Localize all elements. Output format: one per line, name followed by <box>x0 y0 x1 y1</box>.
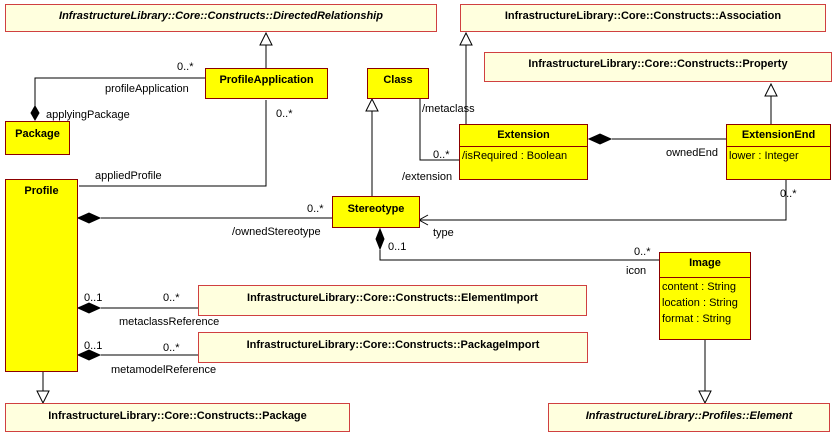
attribute-list: content : String location : String forma… <box>660 277 750 327</box>
class-name: ProfileApplication <box>219 74 314 86</box>
class-name: Class <box>383 74 413 86</box>
icon-line <box>379 250 659 261</box>
image-generalization-arrow <box>698 390 712 405</box>
class-name: InfrastructureLibrary::Core::Constructs:… <box>528 58 788 70</box>
attribute: location : String <box>662 297 738 309</box>
applying-package-line <box>34 77 206 106</box>
stereotype-generalization-arrow <box>365 97 379 112</box>
class-extension[interactable]: Extension /isRequired : Boolean <box>459 124 588 180</box>
class-name: Profile <box>24 185 59 197</box>
multiplicity-label: 0..1 <box>388 241 407 253</box>
role-label-applied-profile: appliedProfile <box>95 170 162 182</box>
metaclass-reference-diamond <box>76 302 102 314</box>
multiplicity-label: 0..* <box>634 246 651 258</box>
role-label-icon: icon <box>626 265 647 277</box>
class-extension-end[interactable]: ExtensionEnd lower : Integer <box>726 124 831 180</box>
attribute-list: lower : Integer <box>727 146 830 164</box>
multiplicity-label: 0..* <box>163 292 180 304</box>
class-profiles-element[interactable]: InfrastructureLibrary::Profiles::Element <box>548 403 830 432</box>
class-package-import[interactable]: InfrastructureLibrary::Core::Constructs:… <box>198 332 588 363</box>
class-name: InfrastructureLibrary::Core::Constructs:… <box>59 10 383 22</box>
class-image[interactable]: Image content : String location : String… <box>659 252 751 340</box>
class-element-import[interactable]: InfrastructureLibrary::Core::Constructs:… <box>198 285 587 316</box>
applied-profile-line <box>79 100 267 187</box>
class-name: Image <box>689 257 721 269</box>
role-label-metaclass: /metaclass <box>422 103 475 115</box>
role-label-metamodel-reference: metamodelReference <box>111 364 217 376</box>
class-class[interactable]: Class <box>367 68 429 99</box>
icon-diamond <box>375 227 385 251</box>
multiplicity-label: 0..* <box>433 149 450 161</box>
extension-generalization-arrow <box>459 31 473 46</box>
attribute: lower : Integer <box>729 150 799 162</box>
extension-ownedend-diamond <box>587 133 613 145</box>
multiplicity-label: 0..* <box>307 203 324 215</box>
multiplicity-label: 0..* <box>276 108 293 120</box>
class-name: ExtensionEnd <box>741 129 816 141</box>
class-name: InfrastructureLibrary::Core::Constructs:… <box>246 339 540 351</box>
type-line <box>420 180 787 221</box>
role-label-metaclass-reference: metaclassReference <box>119 316 220 328</box>
role-label-owned-end: ownedEnd <box>666 147 718 159</box>
multiplicity-label: 0..1 <box>84 340 103 352</box>
class-name: Stereotype <box>347 203 405 215</box>
attribute: format : String <box>662 313 732 325</box>
role-label-applying-package: applyingPackage <box>46 109 130 121</box>
attribute: /isRequired : Boolean <box>462 150 568 162</box>
class-profile-application[interactable]: ProfileApplication <box>205 68 328 99</box>
attribute: content : String <box>662 281 736 293</box>
extension-end-generalization-arrow <box>764 82 778 97</box>
class-core-package[interactable]: InfrastructureLibrary::Core::Constructs:… <box>5 403 350 432</box>
multiplicity-label: 0..1 <box>84 292 103 304</box>
class-name: Package <box>15 128 60 140</box>
multiplicity-label: 0..* <box>177 61 194 73</box>
class-association[interactable]: InfrastructureLibrary::Core::Constructs:… <box>460 4 826 32</box>
class-stereotype[interactable]: Stereotype <box>332 196 420 228</box>
multiplicity-label: 0..* <box>163 342 180 354</box>
class-package[interactable]: Package <box>5 121 70 155</box>
role-label-extension: /extension <box>402 171 453 183</box>
class-name: InfrastructureLibrary::Core::Constructs:… <box>247 292 538 304</box>
metamodel-reference-diamond <box>76 349 102 361</box>
class-name: InfrastructureLibrary::Core::Constructs:… <box>504 10 782 22</box>
class-profile[interactable]: Profile <box>5 179 78 372</box>
pa-generalization-arrow <box>259 31 273 46</box>
applying-package-diamond <box>30 104 40 122</box>
profile-generalization-arrow <box>36 390 50 405</box>
role-label-profile-application: profileApplication <box>105 83 189 95</box>
class-name: InfrastructureLibrary::Core::Constructs:… <box>48 410 307 422</box>
role-label-owned-stereotype: /ownedStereotype <box>232 226 321 238</box>
class-name: Extension <box>497 129 550 141</box>
class-directed-relationship[interactable]: InfrastructureLibrary::Core::Constructs:… <box>5 4 437 32</box>
multiplicity-label: 0..* <box>780 188 797 200</box>
class-name: InfrastructureLibrary::Profiles::Element <box>585 410 793 422</box>
owned-stereotype-diamond <box>76 212 102 224</box>
attribute-list: /isRequired : Boolean <box>460 146 587 164</box>
role-label-type: type <box>433 227 454 239</box>
class-extension-line <box>419 99 460 161</box>
class-property[interactable]: InfrastructureLibrary::Core::Constructs:… <box>484 52 832 82</box>
